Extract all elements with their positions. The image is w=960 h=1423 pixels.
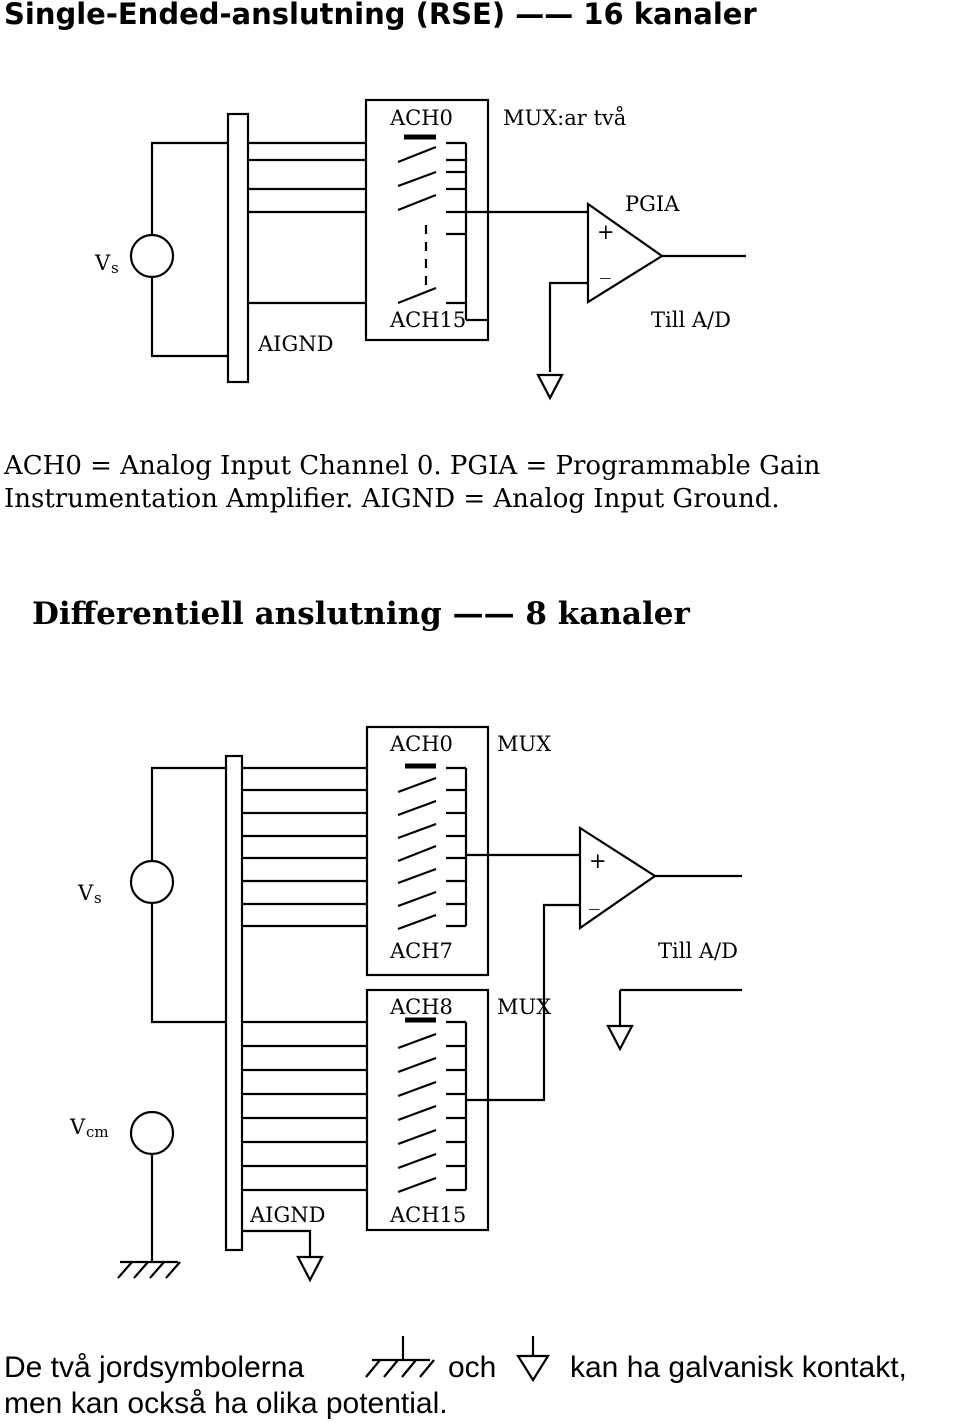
label-vs-subscript: s xyxy=(111,259,119,277)
label-mux: MUX:ar två xyxy=(503,106,626,130)
differential-circuit xyxy=(117,725,742,1283)
label-pgia: PGIA xyxy=(625,192,680,216)
footer-line1-part1: De två jordsymbolerna xyxy=(4,1351,304,1384)
legend-note-line1: ACH0 = Analog Input Channel 0. PGIA = Pr… xyxy=(3,451,821,481)
mux-box xyxy=(364,98,490,342)
label-vcm-subscript: cm xyxy=(86,1123,109,1141)
label-vs-2: V xyxy=(77,881,94,905)
label-aignd-2: AIGND xyxy=(249,1203,325,1227)
label-mux-top: MUX xyxy=(497,732,551,756)
pgia-amplifier xyxy=(586,201,664,304)
amp-minus: _ xyxy=(589,886,600,910)
footer-line1-part2: och xyxy=(448,1351,496,1384)
label-ach0: ACH0 xyxy=(389,106,453,130)
section2-title: Differentiell anslutning —— 8 kanaler xyxy=(32,596,690,632)
label-ach0-2: ACH0 xyxy=(389,732,453,756)
terminal-strip-2 xyxy=(224,754,244,1252)
ground-symbol-aignd xyxy=(296,1255,324,1283)
chassis-ground-icon xyxy=(365,1336,435,1378)
label-till-ad: Till A/D xyxy=(651,308,731,332)
mux-box-bottom xyxy=(365,988,490,1232)
signal-source-vcm xyxy=(129,1110,175,1156)
label-vs: V xyxy=(94,251,111,275)
footer-line1-part3: kan ha galvanisk kontakt, xyxy=(570,1351,907,1384)
legend-note-line2: Instrumentation Amplifier. AIGND = Analo… xyxy=(4,484,780,514)
mux-box-top xyxy=(365,725,490,977)
label-vcm: V xyxy=(69,1115,86,1139)
signal-source-vs xyxy=(129,233,175,279)
label-vs-2-subscript: s xyxy=(94,889,102,907)
label-mux-bottom: MUX xyxy=(497,995,551,1019)
pgia-minus: _ xyxy=(600,255,611,279)
label-aignd: AIGND xyxy=(257,332,333,356)
label-ach8: ACH8 xyxy=(389,995,453,1019)
label-till-ad-2: Till A/D xyxy=(658,939,738,963)
signal-ground-icon xyxy=(516,1336,550,1383)
label-ach15-2: ACH15 xyxy=(389,1203,466,1227)
terminal-strip xyxy=(226,112,250,384)
footer-line2: men kan också ha olika potential. xyxy=(4,1387,448,1420)
amp-plus: + xyxy=(589,849,607,873)
chassis-ground-symbol xyxy=(117,1261,181,1279)
rse-circuit xyxy=(129,98,746,401)
signal-source-vs-2 xyxy=(129,859,175,905)
ground-symbol-signal-2 xyxy=(606,1024,634,1052)
section1-title: Single-Ended-anslutning (RSE) —— 16 kana… xyxy=(4,0,757,31)
label-ach15: ACH15 xyxy=(389,308,466,332)
label-ach7: ACH7 xyxy=(389,939,453,963)
ground-symbol-signal xyxy=(536,373,564,401)
pgia-plus: + xyxy=(597,220,615,244)
pgia-amplifier-2 xyxy=(578,825,657,931)
